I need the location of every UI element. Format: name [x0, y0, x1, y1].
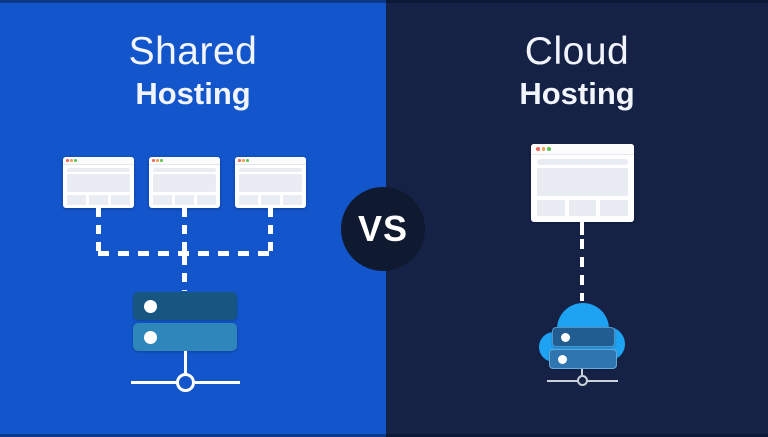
browser-titlebar: [531, 144, 634, 155]
title-hosting-right: Hosting: [519, 76, 635, 111]
browser-url-bar: [153, 168, 216, 172]
traffic-light-green-icon: [547, 147, 551, 151]
cloud-hosting-title: Cloud Hosting: [386, 32, 768, 109]
browser-footer-blocks: [67, 195, 130, 205]
vs-label: VS: [357, 208, 409, 249]
browser-window-icon: [531, 144, 634, 222]
title-cloud: Cloud: [524, 30, 630, 73]
browser-titlebar: [149, 157, 220, 165]
connector-line: [581, 369, 583, 377]
traffic-light-yellow-icon: [541, 147, 545, 151]
traffic-light-red-icon: [536, 147, 540, 151]
traffic-light-green-icon: [160, 159, 163, 162]
browser-url-bar: [537, 159, 628, 165]
title-shared: Shared: [128, 30, 258, 73]
traffic-light-yellow-icon: [156, 159, 159, 162]
server-led-icon: [561, 332, 570, 342]
browser-window-icon: [235, 157, 306, 208]
traffic-light-green-icon: [74, 159, 77, 162]
server-stack-icon: [133, 292, 237, 320]
browser-content-block: [153, 174, 216, 192]
browser-footer-blocks: [239, 195, 302, 205]
browser-url-bar: [67, 168, 130, 172]
browser-titlebar: [63, 157, 134, 165]
dashed-connector: [182, 256, 187, 291]
cloud-server-icon: [549, 349, 617, 369]
browser-content-block: [537, 168, 628, 196]
dashed-connector: [182, 208, 187, 251]
dashed-connector: [268, 208, 273, 251]
vs-badge: VS: [341, 187, 425, 271]
connector-line: [184, 351, 187, 374]
browser-window-icon: [149, 157, 220, 208]
browser-footer-blocks: [537, 200, 629, 216]
server-stack-icon: [133, 323, 237, 351]
dashed-connector: [96, 208, 101, 251]
shared-hosting-panel: Shared Hosting: [0, 0, 386, 437]
title-hosting-left: Hosting: [135, 76, 251, 111]
browser-content-block: [239, 174, 302, 192]
traffic-light-red-icon: [152, 159, 155, 162]
traffic-light-green-icon: [246, 159, 249, 162]
traffic-light-red-icon: [238, 159, 241, 162]
server-led-icon: [144, 299, 157, 313]
dashed-connector: [580, 239, 584, 301]
cloud-server-icon: [552, 327, 615, 347]
server-led-icon: [558, 354, 567, 364]
server-led-icon: [144, 330, 157, 344]
connector-line: [580, 222, 584, 235]
traffic-light-yellow-icon: [242, 159, 245, 162]
network-node-icon: [176, 373, 195, 392]
browser-window-icon: [63, 157, 134, 208]
shared-hosting-title: Shared Hosting: [0, 32, 386, 109]
dashed-connector: [98, 251, 273, 256]
traffic-light-red-icon: [66, 159, 69, 162]
network-node-icon: [577, 375, 588, 386]
browser-content-block: [67, 174, 130, 192]
browser-url-bar: [239, 168, 302, 172]
browser-footer-blocks: [153, 195, 216, 205]
browser-titlebar: [235, 157, 306, 165]
traffic-light-yellow-icon: [70, 159, 73, 162]
